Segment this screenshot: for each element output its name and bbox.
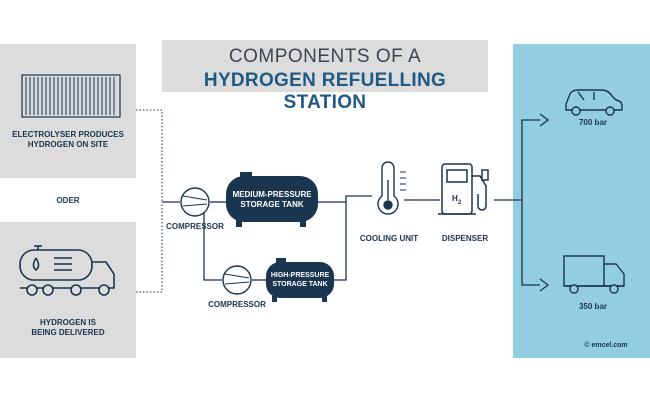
- title-box: COMPONENTS OF A HYDROGEN REFUELLING STAT…: [162, 40, 488, 113]
- fuel-dispenser-icon: [438, 163, 489, 215]
- car-icon: [565, 89, 623, 116]
- compressor-label-2: COMPRESSOR: [208, 300, 266, 309]
- h2-subscript: 2: [458, 200, 462, 206]
- or-label: ODER: [56, 196, 80, 205]
- title-line-1: COMPONENTS OF A: [228, 46, 422, 67]
- medium-tank-label-2: STORAGE TANK: [240, 200, 303, 209]
- truck-pressure-label: 350 bar: [578, 302, 608, 311]
- dispenser-label: DISPENSER: [441, 234, 489, 243]
- truck-icon: [563, 255, 625, 294]
- electrolyser-label: ELECTROLYSER PRODUCES HYDROGEN ON SITE: [12, 130, 124, 149]
- high-tank-label-1: HIGH-PRESSURE: [271, 272, 330, 279]
- title-line-2: HYDROGEN REFUELLING STATION: [203, 70, 447, 113]
- electrolyser-panel: [0, 44, 136, 178]
- storage-tank-icon: [266, 258, 334, 302]
- thermometer-icon: [377, 161, 406, 215]
- cooling-unit-label: COOLING UNIT: [359, 234, 419, 243]
- credit-label: © emcel.com: [584, 342, 628, 349]
- delivered-label: HYDROGEN IS BEING DELIVERED: [31, 318, 105, 337]
- flow-lines: [162, 119, 540, 286]
- arrow-icon: [539, 113, 550, 292]
- electrolyser-icon: [21, 74, 121, 118]
- h2-symbol: H: [452, 194, 458, 203]
- compressor-icon: [180, 187, 210, 217]
- car-pressure-label: 700 bar: [578, 118, 608, 127]
- storage-tank-icon: [226, 172, 318, 227]
- compressor-icon: [222, 265, 252, 295]
- medium-tank-label-1: MEDIUM-PRESSURE: [232, 190, 312, 199]
- high-tank-label-2: STORAGE TANK: [272, 281, 327, 288]
- tanker-truck-icon: [19, 245, 115, 296]
- dotted-connectors: [136, 109, 163, 293]
- compressor-label-1: COMPRESSOR: [166, 222, 224, 231]
- delivery-panel: [0, 222, 136, 358]
